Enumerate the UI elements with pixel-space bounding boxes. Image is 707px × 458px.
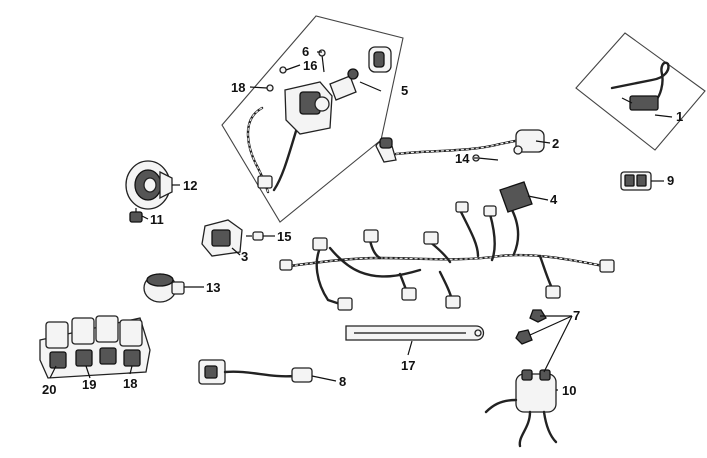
callout-18-ignition: 18 — [231, 80, 245, 95]
socket-cable — [198, 359, 313, 385]
antenna-assembly — [575, 32, 706, 151]
relay — [201, 219, 264, 257]
connector-9 — [620, 171, 652, 191]
callout-19: 19 — [82, 377, 96, 392]
callout-9: 9 — [667, 173, 674, 188]
callout-12: 12 — [183, 178, 197, 193]
callout-10: 10 — [562, 383, 576, 398]
horn — [125, 160, 173, 223]
callout-3: 3 — [241, 249, 248, 264]
callout-20: 20 — [42, 382, 56, 397]
callout-13: 13 — [206, 280, 220, 295]
starter-relay — [484, 309, 558, 448]
strap — [345, 325, 485, 341]
callout-6: 6 — [302, 44, 309, 59]
main-wiring-harness — [279, 181, 615, 311]
leader-lines — [49, 51, 673, 391]
callout-15: 15 — [277, 229, 291, 244]
sensor-cable — [375, 129, 545, 163]
callout-1: 1 — [676, 109, 683, 124]
callout-17: 17 — [401, 358, 415, 373]
callout-4: 4 — [550, 192, 558, 207]
callout-8: 8 — [339, 374, 346, 389]
callout-2: 2 — [552, 136, 559, 151]
callout-5: 5 — [401, 83, 408, 98]
callout-7: 7 — [573, 308, 580, 323]
callout-11: 11 — [150, 212, 164, 227]
relay-strip — [39, 315, 151, 379]
callout-14: 14 — [455, 151, 470, 166]
callout-18-relay-strip: 18 — [123, 376, 137, 391]
ignition-switch-assembly — [221, 15, 404, 223]
callout-16: 16 — [303, 58, 317, 73]
buzzer — [143, 273, 185, 303]
